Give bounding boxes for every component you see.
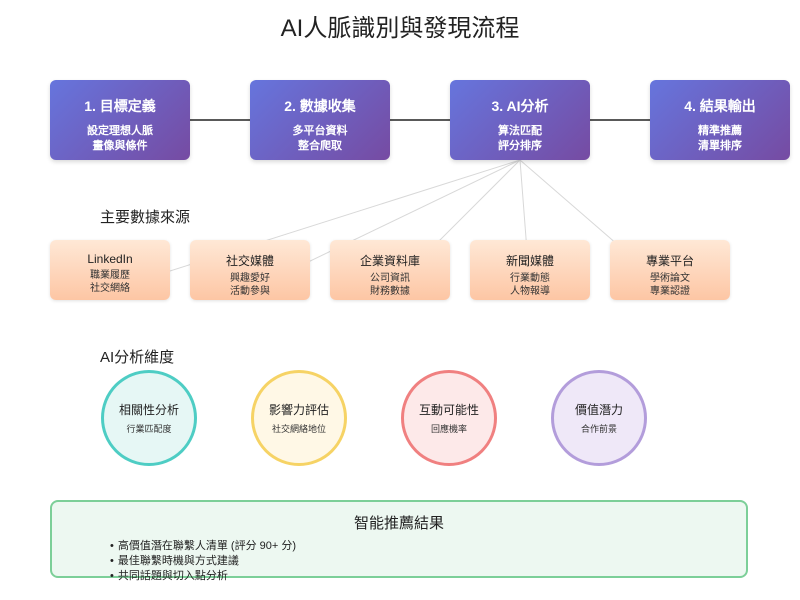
dimension-title: 互動可能性: [418, 403, 479, 417]
source-card-linkedin: LinkedIn 職業履歷 社交網絡: [50, 240, 170, 300]
step-desc-line: 算法匹配: [498, 125, 542, 137]
dimension-subtitle: 回應機率: [430, 424, 467, 434]
result-list: 高價值潛在聯繫人清單 (評分 90+ 分) 最佳聯繫時機與方式建議 共同話題與切…: [52, 539, 746, 584]
step-desc-line: 整合爬取: [298, 140, 342, 152]
result-item: 共同話題與切入點分析: [110, 569, 746, 584]
result-panel: 智能推薦結果 高價值潛在聯繫人清單 (評分 90+ 分) 最佳聯繫時機與方式建議…: [50, 500, 748, 582]
source-desc-line: 興趣愛好: [230, 273, 270, 284]
source-title: 企業資料庫: [359, 254, 420, 268]
step-title: 3. AI分析: [491, 98, 549, 114]
step-box-target-definition: 1. 目標定義 設定理想人脈 畫像與條件: [50, 80, 190, 160]
result-item: 高價值潛在聯繫人清單 (評分 90+ 分): [110, 539, 746, 554]
source-desc-line: 學術論文: [650, 273, 690, 284]
dimension-subtitle: 合作前景: [580, 424, 617, 434]
source-desc-line: 公司資訊: [370, 273, 410, 284]
source-title: LinkedIn: [87, 252, 133, 266]
source-title: 專業平台: [645, 254, 694, 268]
source-desc-line: 專業認證: [650, 286, 690, 297]
step-title: 1. 目標定義: [84, 98, 156, 114]
step-desc-line: 多平台資料: [292, 125, 348, 137]
dimension-title: 相關性分析: [118, 403, 179, 417]
sources-section-label: 主要數據來源: [100, 209, 191, 226]
dimension-title: 影響力評估: [268, 403, 329, 417]
source-desc-line: 行業動態: [510, 273, 550, 284]
source-title: 新聞媒體: [505, 254, 554, 268]
step-box-ai-analysis: 3. AI分析 算法匹配 評分排序: [450, 80, 590, 160]
dimension-circle-relevance: 相關性分析 行業匹配度: [101, 370, 197, 466]
source-card-social-media: 社交媒體 興趣愛好 活動參與: [190, 240, 310, 300]
result-item: 最佳聯繫時機與方式建議: [110, 554, 746, 569]
source-card-company-database: 企業資料庫 公司資訊 財務數據: [330, 240, 450, 300]
source-desc-line: 人物報導: [510, 286, 550, 297]
source-desc-line: 職業履歷: [90, 270, 130, 281]
dimension-circle-value-potential: 價值潛力 合作前景: [551, 370, 647, 466]
step-title: 4. 結果輸出: [684, 98, 756, 114]
connector-step3-source-1: [109, 159, 521, 291]
source-desc-line: 活動參與: [230, 286, 270, 297]
step-desc-line: 評分排序: [498, 140, 542, 152]
step-desc-line: 設定理想人脈: [87, 125, 153, 137]
dimension-subtitle: 社交網絡地位: [271, 424, 326, 434]
page-title: AI人脈識別與發現流程: [280, 15, 520, 42]
step-desc-line: 畫像與條件: [92, 140, 148, 152]
source-title: 社交媒體: [225, 254, 274, 268]
dimension-title: 價值潛力: [574, 403, 623, 417]
step-desc-line: 清單排序: [698, 140, 742, 152]
source-desc-line: 社交網絡: [90, 283, 130, 294]
dimension-subtitle: 行業匹配度: [126, 424, 172, 434]
step-title: 2. 數據收集: [284, 98, 356, 114]
result-title: 智能推薦結果: [353, 515, 444, 532]
dimension-circle-influence: 影響力評估 社交網絡地位: [251, 370, 347, 466]
dimension-circle-interaction: 互動可能性 回應機率: [401, 370, 497, 466]
source-card-professional-platform: 專業平台 學術論文 專業認證: [610, 240, 730, 300]
step-box-result-output: 4. 結果輸出 精準推薦 清單排序: [650, 80, 790, 160]
step-desc-line: 精準推薦: [698, 125, 742, 137]
step-box-data-collection: 2. 數據收集 多平台資料 整合爬取: [250, 80, 390, 160]
source-desc-line: 財務數據: [370, 286, 410, 297]
dimensions-section-label: AI分析維度: [100, 349, 175, 366]
source-card-news-media: 新聞媒體 行業動態 人物報導: [470, 240, 590, 300]
